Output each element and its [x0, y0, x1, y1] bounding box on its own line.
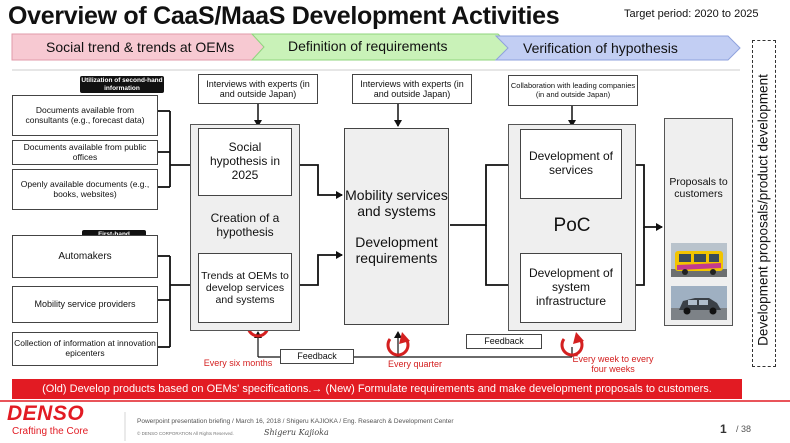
side-label: Development proposals/product developmen…: [755, 74, 771, 346]
input-interviews-2: Interviews with experts (in and outside …: [352, 74, 472, 104]
briefing-info: Powerpoint presentation briefing / March…: [137, 418, 454, 425]
oem-trends-box: Trends at OEMs to develop services and s…: [198, 253, 292, 323]
proposals-label: Proposals to customers: [669, 176, 728, 201]
phase-requirements-label: Definition of requirements: [288, 38, 448, 54]
requirements-panel: Mobility services and systems Developmen…: [344, 128, 449, 325]
page-total: / 38: [736, 424, 752, 434]
phase-verification-label: Verification of hypothesis: [523, 40, 678, 56]
side-dashed-frame: [752, 40, 776, 367]
input-interviews-1: Interviews with experts (in and outside …: [198, 74, 318, 104]
every-six-months-label: Every six months: [203, 358, 273, 368]
poc-label: PoC: [553, 215, 591, 236]
phase-social-label: Social trend & trends at OEMs: [46, 39, 235, 55]
copyright-text: © DENSO CORPORATION All Rights Reserved.: [137, 431, 234, 436]
source-openly-available: Openly available documents (e.g., books,…: [12, 169, 158, 210]
summary-banner: (Old) Develop products based on OEMs' sp…: [12, 379, 742, 399]
services-box: Development of services: [520, 129, 622, 199]
denso-logo: DENSO: [7, 402, 85, 425]
source-consultants: Documents available from consultants (e.…: [12, 95, 158, 136]
bus-illustration: [671, 243, 727, 277]
cycle-icon-quarter: [386, 332, 410, 357]
source-innovation-epicenters: Collection of information at innovation …: [12, 332, 158, 366]
target-period: Target period: 2020 to 2025: [624, 8, 759, 20]
every-week-label: Every week to every four weeks: [572, 354, 654, 375]
denso-tagline: Crafting the Core: [12, 426, 89, 437]
social-hypothesis-box: Social hypothesis in 2025: [198, 128, 292, 196]
source-public-offices: Documents available from public offices: [12, 140, 158, 165]
infrastructure-box: Development of system infrastructure: [520, 253, 622, 323]
phase-arrow-verification: [494, 35, 741, 61]
feedback-label-2: Feedback: [466, 334, 542, 349]
cycle-icon-week: [560, 332, 584, 357]
tag-secondhand: Utilization of second-hand information: [80, 76, 164, 93]
car-photo: [671, 286, 727, 320]
feedback-label-1: Feedback: [280, 349, 354, 364]
input-collaboration: Collaboration with leading companies (in…: [508, 75, 638, 106]
page-number: 1: [720, 422, 727, 436]
bus-photo: [671, 243, 727, 277]
signature: Shigeru Kajioka: [264, 428, 329, 437]
footer-divider: [0, 400, 790, 441]
creation-hypothesis-label: Creation of a hypothesis: [210, 211, 280, 239]
car-illustration: [671, 286, 727, 320]
mobility-label: Mobility services and systems: [345, 187, 448, 220]
source-mobility-providers: Mobility service providers: [12, 286, 158, 323]
every-quarter-label: Every quarter: [387, 359, 443, 369]
page-title: Overview of CaaS/MaaS Development Activi…: [8, 2, 560, 30]
source-automakers: Automakers: [12, 235, 158, 278]
development-requirements-label: Development requirements: [355, 233, 438, 266]
